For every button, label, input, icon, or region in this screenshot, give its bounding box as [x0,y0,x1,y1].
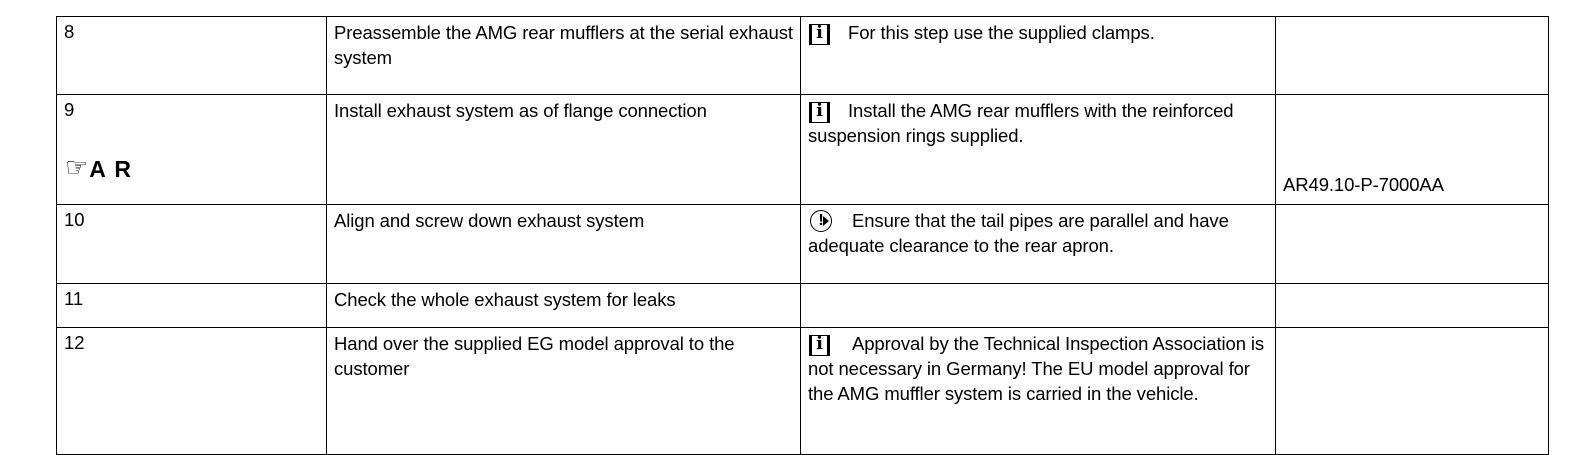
note-text: Ensure that the tail pipes are parallel … [808,210,1229,256]
note-cell: Ensure that the tail pipes are parallel … [800,204,1276,284]
task-description-cell: Hand over the supplied EG model approval… [326,327,801,455]
step-number-cell: 11 [56,283,327,328]
task-description-cell: Check the whole exhaust system for leaks [326,283,801,328]
step-number: 12 [64,332,85,353]
task-description-text: Preassemble the AMG rear mufflers at the… [334,22,793,68]
info-icon [809,100,830,123]
reference-number-cell [1275,204,1549,284]
table-row: 11 Check the whole exhaust system for le… [56,283,1549,328]
pointing-hand-icon: ☞ [65,153,89,184]
reference-number: AR49.10-P-7000AA [1283,173,1444,195]
attention-icon [810,210,832,232]
note-text: Approval by the Technical Inspection Ass… [808,333,1265,404]
task-description-cell: Preassemble the AMG rear mufflers at the… [326,16,801,95]
step-number: 9 [64,99,75,120]
step-number: 8 [64,21,75,42]
table-row: 9 ☞ A R Install exhaust system as of fla… [56,94,1549,205]
task-description-text: Align and screw down exhaust system [334,210,645,231]
reference-number-cell: AR49.10-P-7000AA [1275,94,1549,205]
step-number-cell: 8 [56,16,327,95]
ar-marker-label: A R [89,155,133,182]
step-number-cell: 9 ☞ A R [56,94,327,205]
table-row: 8 Preassemble the AMG rear mufflers at t… [56,16,1549,95]
step-number-cell: 10 [56,204,327,284]
step-number: 10 [64,209,85,230]
table-row: 10 Align and screw down exhaust system E… [56,204,1549,284]
document-page: 8 Preassemble the AMG rear mufflers at t… [0,0,1584,436]
note-cell: Approval by the Technical Inspection Ass… [800,327,1276,455]
task-description-text: Hand over the supplied EG model approval… [334,333,735,379]
task-description-text: Install exhaust system as of flange conn… [334,100,707,121]
note-text: Install the AMG rear mufflers with the r… [808,100,1234,146]
task-description-cell: Install exhaust system as of flange conn… [326,94,801,205]
task-description-cell: Align and screw down exhaust system [326,204,801,284]
reference-number-cell [1275,283,1549,328]
note-cell: For this step use the supplied clamps. [800,16,1276,95]
note-cell: Install the AMG rear mufflers with the r… [800,94,1276,205]
task-description-text: Check the whole exhaust system for leaks [334,289,676,310]
step-number: 11 [64,288,84,309]
reference-number-cell [1275,16,1549,95]
note-cell [800,283,1276,328]
info-icon [809,22,830,45]
step-number-cell: 12 [56,327,327,455]
work-steps-table: 8 Preassemble the AMG rear mufflers at t… [56,16,1549,455]
note-text: For this step use the supplied clamps. [848,22,1155,43]
ar-reference-marker: ☞ A R [65,153,320,184]
table-row: 12 Hand over the supplied EG model appro… [56,327,1549,455]
reference-number-cell [1275,327,1549,455]
info-icon [809,333,830,356]
